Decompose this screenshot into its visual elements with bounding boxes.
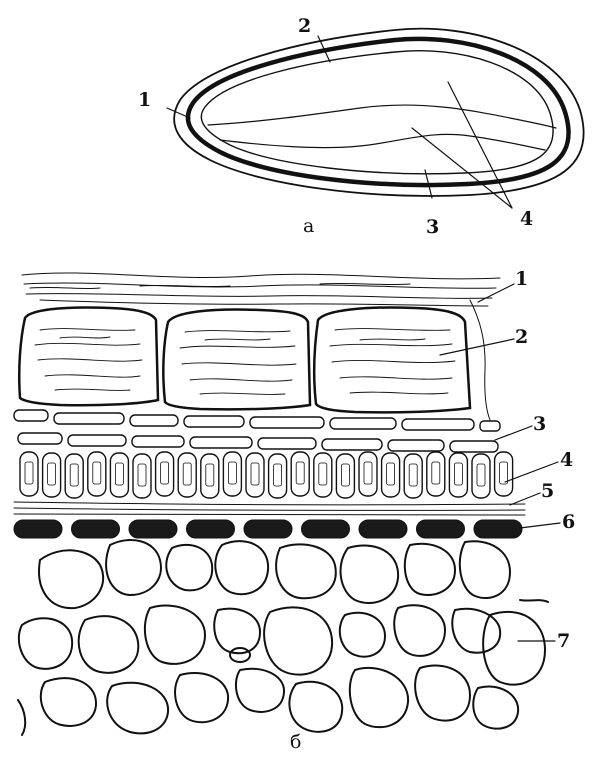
palisade-cell [336, 454, 354, 498]
palisade-cell [110, 453, 128, 497]
layer-5-membrane [14, 502, 525, 515]
palisade-lumen [409, 464, 417, 486]
label-b-2: 2 [515, 326, 528, 348]
pigment-cell [14, 520, 62, 538]
label-b-7: 7 [557, 630, 570, 652]
palisade-lumen [364, 462, 372, 484]
palisade-lumen [228, 462, 236, 484]
pigment-cell [417, 520, 465, 538]
layer-7-parenchyma [18, 540, 548, 735]
palisade-lumen [48, 463, 56, 485]
label-b-6: 6 [562, 511, 575, 533]
palisade-lumen [183, 463, 191, 485]
palisade-lumen [454, 463, 462, 485]
palisade-lumen [25, 462, 33, 484]
palisade-cell [314, 453, 332, 497]
label-b-1: 1 [515, 268, 528, 290]
tissue-section-diagram [14, 273, 560, 735]
palisade-lumen [115, 463, 123, 485]
palisade-lumen [70, 464, 78, 486]
palisade-cell [133, 454, 151, 498]
palisade-cell [223, 452, 241, 496]
palisade-cell [246, 453, 264, 497]
palisade-cell [269, 454, 287, 498]
caption-b: б [290, 731, 301, 753]
label-b-4: 4 [560, 449, 573, 471]
palisade-lumen [432, 462, 440, 484]
palisade-cell [495, 452, 513, 496]
palisade-lumen [206, 464, 214, 486]
palisade-cell [427, 452, 445, 496]
pigment-cell [302, 520, 350, 538]
palisade-lumen [93, 462, 101, 484]
palisade-lumen [251, 463, 259, 485]
label-b-5: 5 [541, 480, 554, 502]
pigment-cell [244, 520, 292, 538]
label-a-1: 1 [138, 89, 151, 111]
leader-a-4a [448, 82, 512, 208]
layer-3-flat-cells [14, 410, 500, 452]
palisade-cell [449, 453, 467, 497]
pigment-cell [72, 520, 120, 538]
pigment-cell [359, 520, 407, 538]
palisade-lumen [341, 464, 349, 486]
caption-a: а [303, 215, 314, 237]
layer-6-pigment-cells [14, 520, 522, 538]
grain-inner-curve-upper [208, 105, 556, 128]
label-a-2: 2 [298, 15, 311, 37]
pigment-cell [129, 520, 177, 538]
palisade-lumen [274, 464, 282, 486]
layer-1-outer-pericarp [22, 273, 500, 420]
palisade-cell [291, 452, 309, 496]
palisade-lumen [477, 464, 485, 486]
palisade-cell [359, 452, 377, 496]
palisade-lumen [296, 462, 304, 484]
grain-inner-curve-lower [220, 134, 545, 150]
pigment-cell [187, 520, 235, 538]
palisade-cell [201, 454, 219, 498]
palisade-lumen [138, 464, 146, 486]
layer-4-palisade-cells [20, 452, 513, 498]
pigment-cell [474, 520, 522, 538]
palisade-lumen [319, 463, 327, 485]
palisade-cell [404, 454, 422, 498]
grain-outline-diagram [167, 29, 584, 208]
palisade-cell [382, 453, 400, 497]
palisade-cell [43, 453, 61, 497]
palisade-cell [65, 454, 83, 498]
palisade-lumen [161, 462, 169, 484]
palisade-cell [88, 452, 106, 496]
label-a-4: 4 [520, 208, 533, 230]
label-b-3: 3 [533, 413, 546, 435]
layer-2-large-cells [19, 307, 470, 412]
palisade-lumen [500, 462, 508, 484]
label-a-3: 3 [426, 216, 439, 238]
palisade-cell [156, 452, 174, 496]
palisade-lumen [387, 463, 395, 485]
palisade-cell [20, 452, 38, 496]
palisade-cell [178, 453, 196, 497]
palisade-cell [472, 454, 490, 498]
